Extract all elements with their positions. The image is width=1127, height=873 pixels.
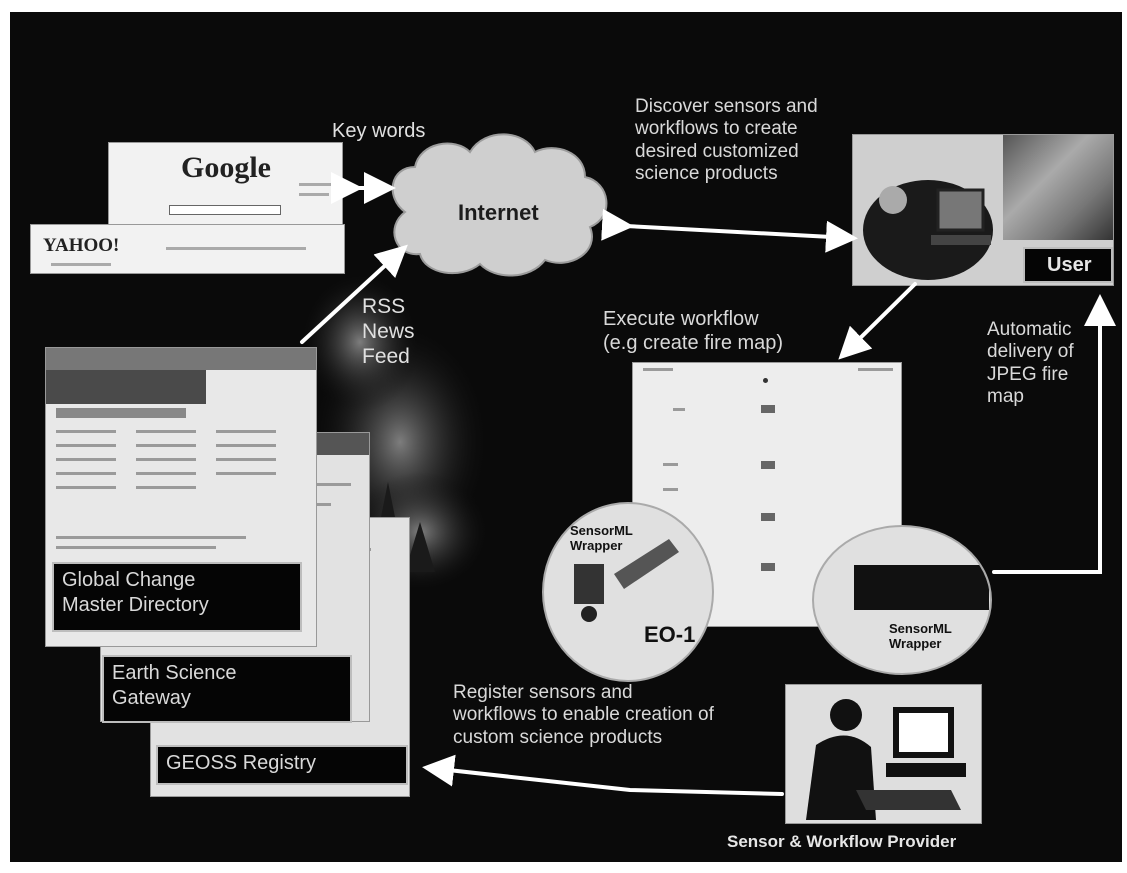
arrow-discover	[626, 226, 850, 238]
diagram-canvas: Google YAHOO! Internet Key words Discove…	[10, 12, 1122, 862]
arrow-rss	[302, 250, 402, 342]
flow-arrows	[10, 12, 1122, 862]
arrow-delivery	[994, 302, 1100, 572]
arrow-register	[430, 768, 782, 794]
arrow-execute	[844, 284, 915, 354]
